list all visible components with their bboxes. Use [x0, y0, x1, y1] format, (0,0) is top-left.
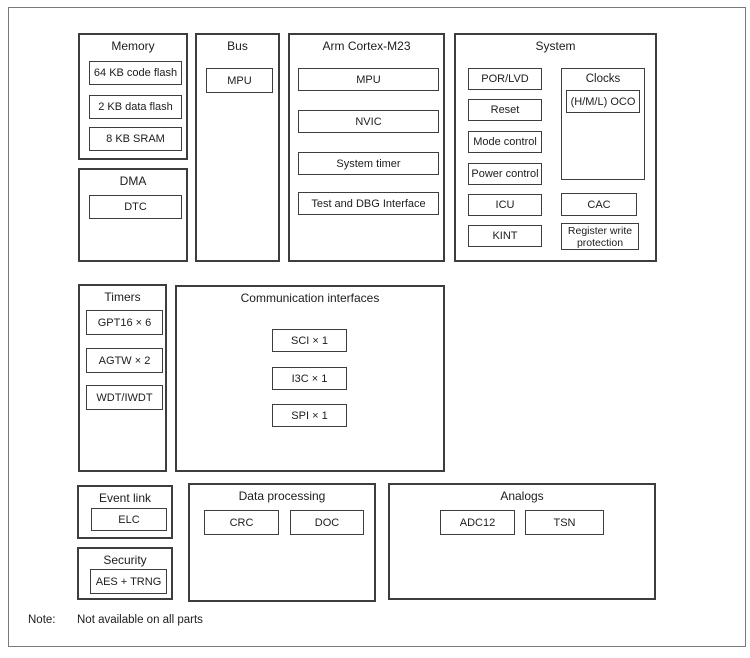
- block-analogs-title: Analogs: [500, 489, 544, 503]
- block-analogs: Analogs ADC12 TSN: [388, 483, 656, 600]
- box-wdt-iwdt: WDT/IWDT: [86, 385, 163, 410]
- note-text: Not available on all parts: [77, 614, 203, 626]
- box-register-write-protection: Register write protection: [561, 223, 639, 250]
- box-cac: CAC: [561, 193, 637, 216]
- block-data-processing: Data processing CRC DOC: [188, 483, 376, 602]
- box-gpt16: GPT16 × 6: [86, 310, 163, 335]
- box-sram: 8 KB SRAM: [89, 127, 182, 151]
- box-doc: DOC: [290, 510, 364, 535]
- subblock-clocks-title: Clocks: [585, 73, 621, 85]
- box-agtw: AGTW × 2: [86, 348, 163, 373]
- box-tsn: TSN: [525, 510, 604, 535]
- box-i3c: I3C × 1: [272, 367, 347, 390]
- box-mode-control: Mode control: [468, 131, 542, 153]
- block-event-link: Event link ELC: [77, 485, 173, 539]
- box-por-lvd: POR/LVD: [468, 68, 542, 90]
- block-timers-title: Timers: [104, 290, 141, 304]
- block-security-title: Security: [103, 553, 147, 567]
- box-spi: SPI × 1: [272, 404, 347, 427]
- block-security: Security AES + TRNG: [77, 547, 173, 600]
- block-cpu: Arm Cortex-M23 MPU NVIC System timer Tes…: [288, 33, 445, 262]
- box-power-control: Power control: [468, 163, 542, 185]
- block-cpu-title: Arm Cortex-M23: [322, 39, 411, 53]
- box-bus-mpu: MPU: [206, 68, 273, 93]
- block-system: System POR/LVD Reset Mode control Power …: [454, 33, 657, 262]
- box-test-dbg: Test and DBG Interface: [298, 192, 439, 215]
- box-dtc: DTC: [89, 195, 182, 219]
- box-reset: Reset: [468, 99, 542, 121]
- block-memory: Memory 64 KB code flash 2 KB data flash …: [78, 33, 188, 160]
- block-system-title: System: [535, 39, 576, 53]
- box-code-flash: 64 KB code flash: [89, 61, 182, 85]
- block-timers: Timers GPT16 × 6 AGTW × 2 WDT/IWDT: [78, 284, 167, 472]
- block-dma: DMA DTC: [78, 168, 188, 262]
- block-bus: Bus MPU: [195, 33, 280, 262]
- block-event-link-title: Event link: [98, 491, 152, 505]
- box-system-timer: System timer: [298, 152, 439, 175]
- box-elc: ELC: [91, 508, 167, 531]
- block-data-processing-title: Data processing: [238, 489, 326, 503]
- box-icu: ICU: [468, 194, 542, 216]
- box-sci: SCI × 1: [272, 329, 347, 352]
- box-crc: CRC: [204, 510, 279, 535]
- block-bus-title: Bus: [227, 39, 248, 53]
- block-memory-title: Memory: [111, 39, 155, 53]
- diagram-frame: [8, 7, 746, 647]
- note-label: Note:: [28, 614, 56, 626]
- subblock-clocks: Clocks (H/M/L) OCO: [561, 68, 645, 180]
- box-aes-trng: AES + TRNG: [90, 569, 167, 594]
- box-kint: KINT: [468, 225, 542, 247]
- box-nvic: NVIC: [298, 110, 439, 133]
- box-data-flash: 2 KB data flash: [89, 95, 182, 119]
- box-adc12: ADC12: [440, 510, 515, 535]
- block-communication-interfaces: Communication interfaces SCI × 1 I3C × 1…: [175, 285, 445, 472]
- box-oco: (H/M/L) OCO: [566, 90, 640, 113]
- block-dma-title: DMA: [119, 174, 147, 188]
- box-cpu-mpu: MPU: [298, 68, 439, 91]
- block-communication-interfaces-title: Communication interfaces: [240, 291, 380, 305]
